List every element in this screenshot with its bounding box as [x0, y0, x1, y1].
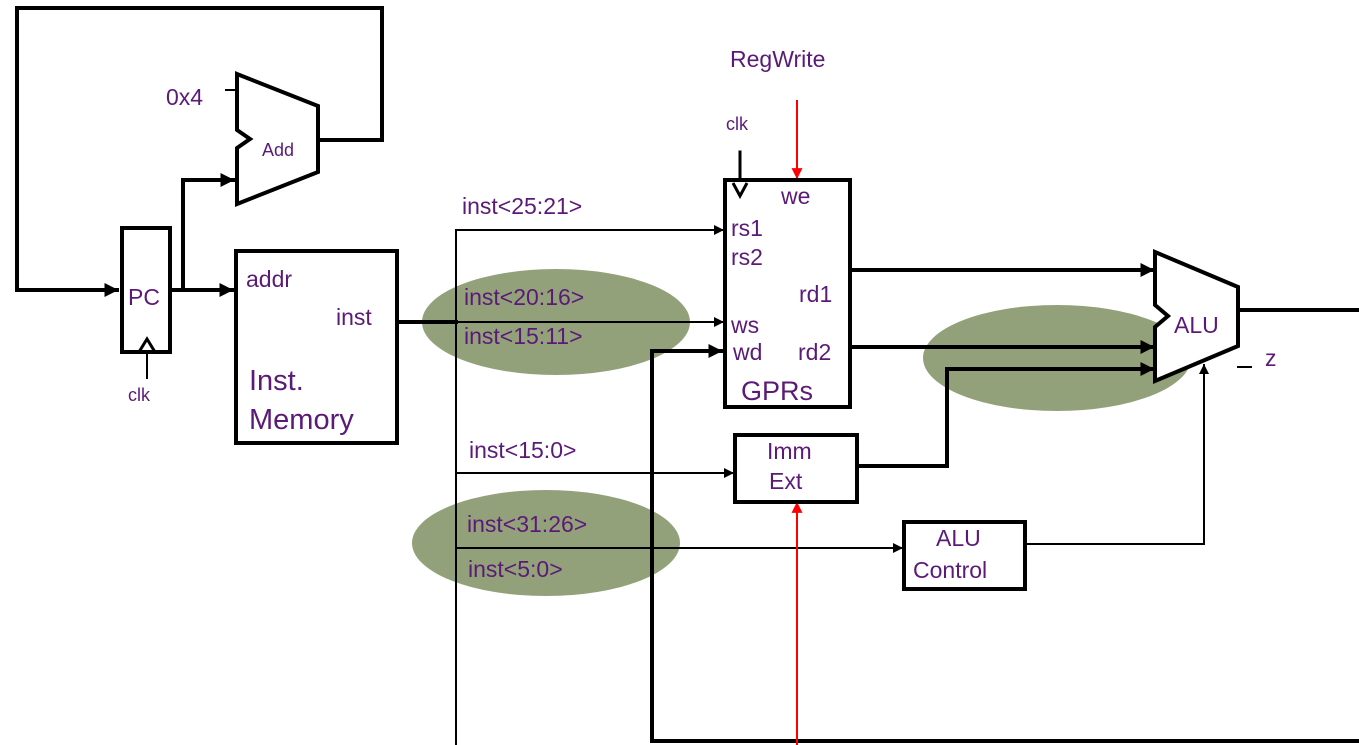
- gpr-rs1-label: rs1: [731, 215, 763, 241]
- field-rd-label: inst<15:11>: [464, 323, 583, 349]
- imm-ext-block: [733, 433, 859, 504]
- field-opcode-label: inst<31:26>: [467, 511, 587, 537]
- gpr-rd1-label: rd1: [799, 281, 832, 307]
- pc-to-add-wire: [168, 173, 235, 292]
- aluc-label-line1: ALU: [936, 525, 981, 551]
- mem-title-line1: Inst.: [249, 365, 304, 397]
- mem-title-line2: Memory: [249, 404, 354, 436]
- imm-to-alu-wire: [855, 362, 1155, 468]
- gpr-we-label: we: [780, 183, 810, 209]
- alu-block: [1153, 248, 1240, 385]
- field-imm-label: inst<15:0>: [469, 437, 576, 463]
- z-flag-label: z: [1265, 345, 1277, 371]
- gpr-rs2-label: rs2: [731, 244, 763, 270]
- mem-inst-label: inst: [336, 304, 372, 330]
- wd-feedback-wire: [650, 344, 1359, 743]
- field-rt-label: inst<20:16>: [464, 284, 584, 310]
- gpr-ws-label: ws: [730, 312, 759, 338]
- pc-label: PC: [128, 284, 160, 310]
- add-block: [235, 71, 320, 207]
- field-rs-label: inst<25:21>: [462, 193, 582, 219]
- clk-gpr-label: clk: [726, 114, 749, 134]
- inst-memory: [234, 249, 399, 445]
- field-funct-label: inst<5:0>: [468, 556, 563, 582]
- add-label: Add: [262, 140, 294, 160]
- gpr-clock-triangle: [731, 182, 749, 200]
- highlight-alu-input: [923, 305, 1191, 411]
- pc-loop-wire: [15, 6, 384, 297]
- gpr-file: [723, 178, 852, 409]
- const-four-label: 0x4: [166, 84, 203, 110]
- gpr-wd-label: wd: [732, 339, 762, 365]
- clk-pc-label: clk: [128, 385, 151, 405]
- aluctl-to-alu-wire: [1024, 364, 1209, 545]
- imm-label-line2: Ext: [769, 468, 803, 494]
- alu-label: ALU: [1174, 312, 1219, 338]
- gpr-rd2-label: rd2: [798, 339, 831, 365]
- alu-control-block: [902, 520, 1027, 591]
- mem-addr-label: addr: [246, 266, 292, 292]
- pc-clock-triangle: [137, 336, 157, 353]
- highlight-opcode-funct: [412, 490, 680, 596]
- gpr-title: GPRs: [741, 376, 813, 406]
- aluc-label-line2: Control: [913, 557, 987, 583]
- pc-register: [120, 226, 172, 354]
- regwrite-label: RegWrite: [730, 46, 825, 72]
- imm-label-line1: Imm: [767, 438, 812, 464]
